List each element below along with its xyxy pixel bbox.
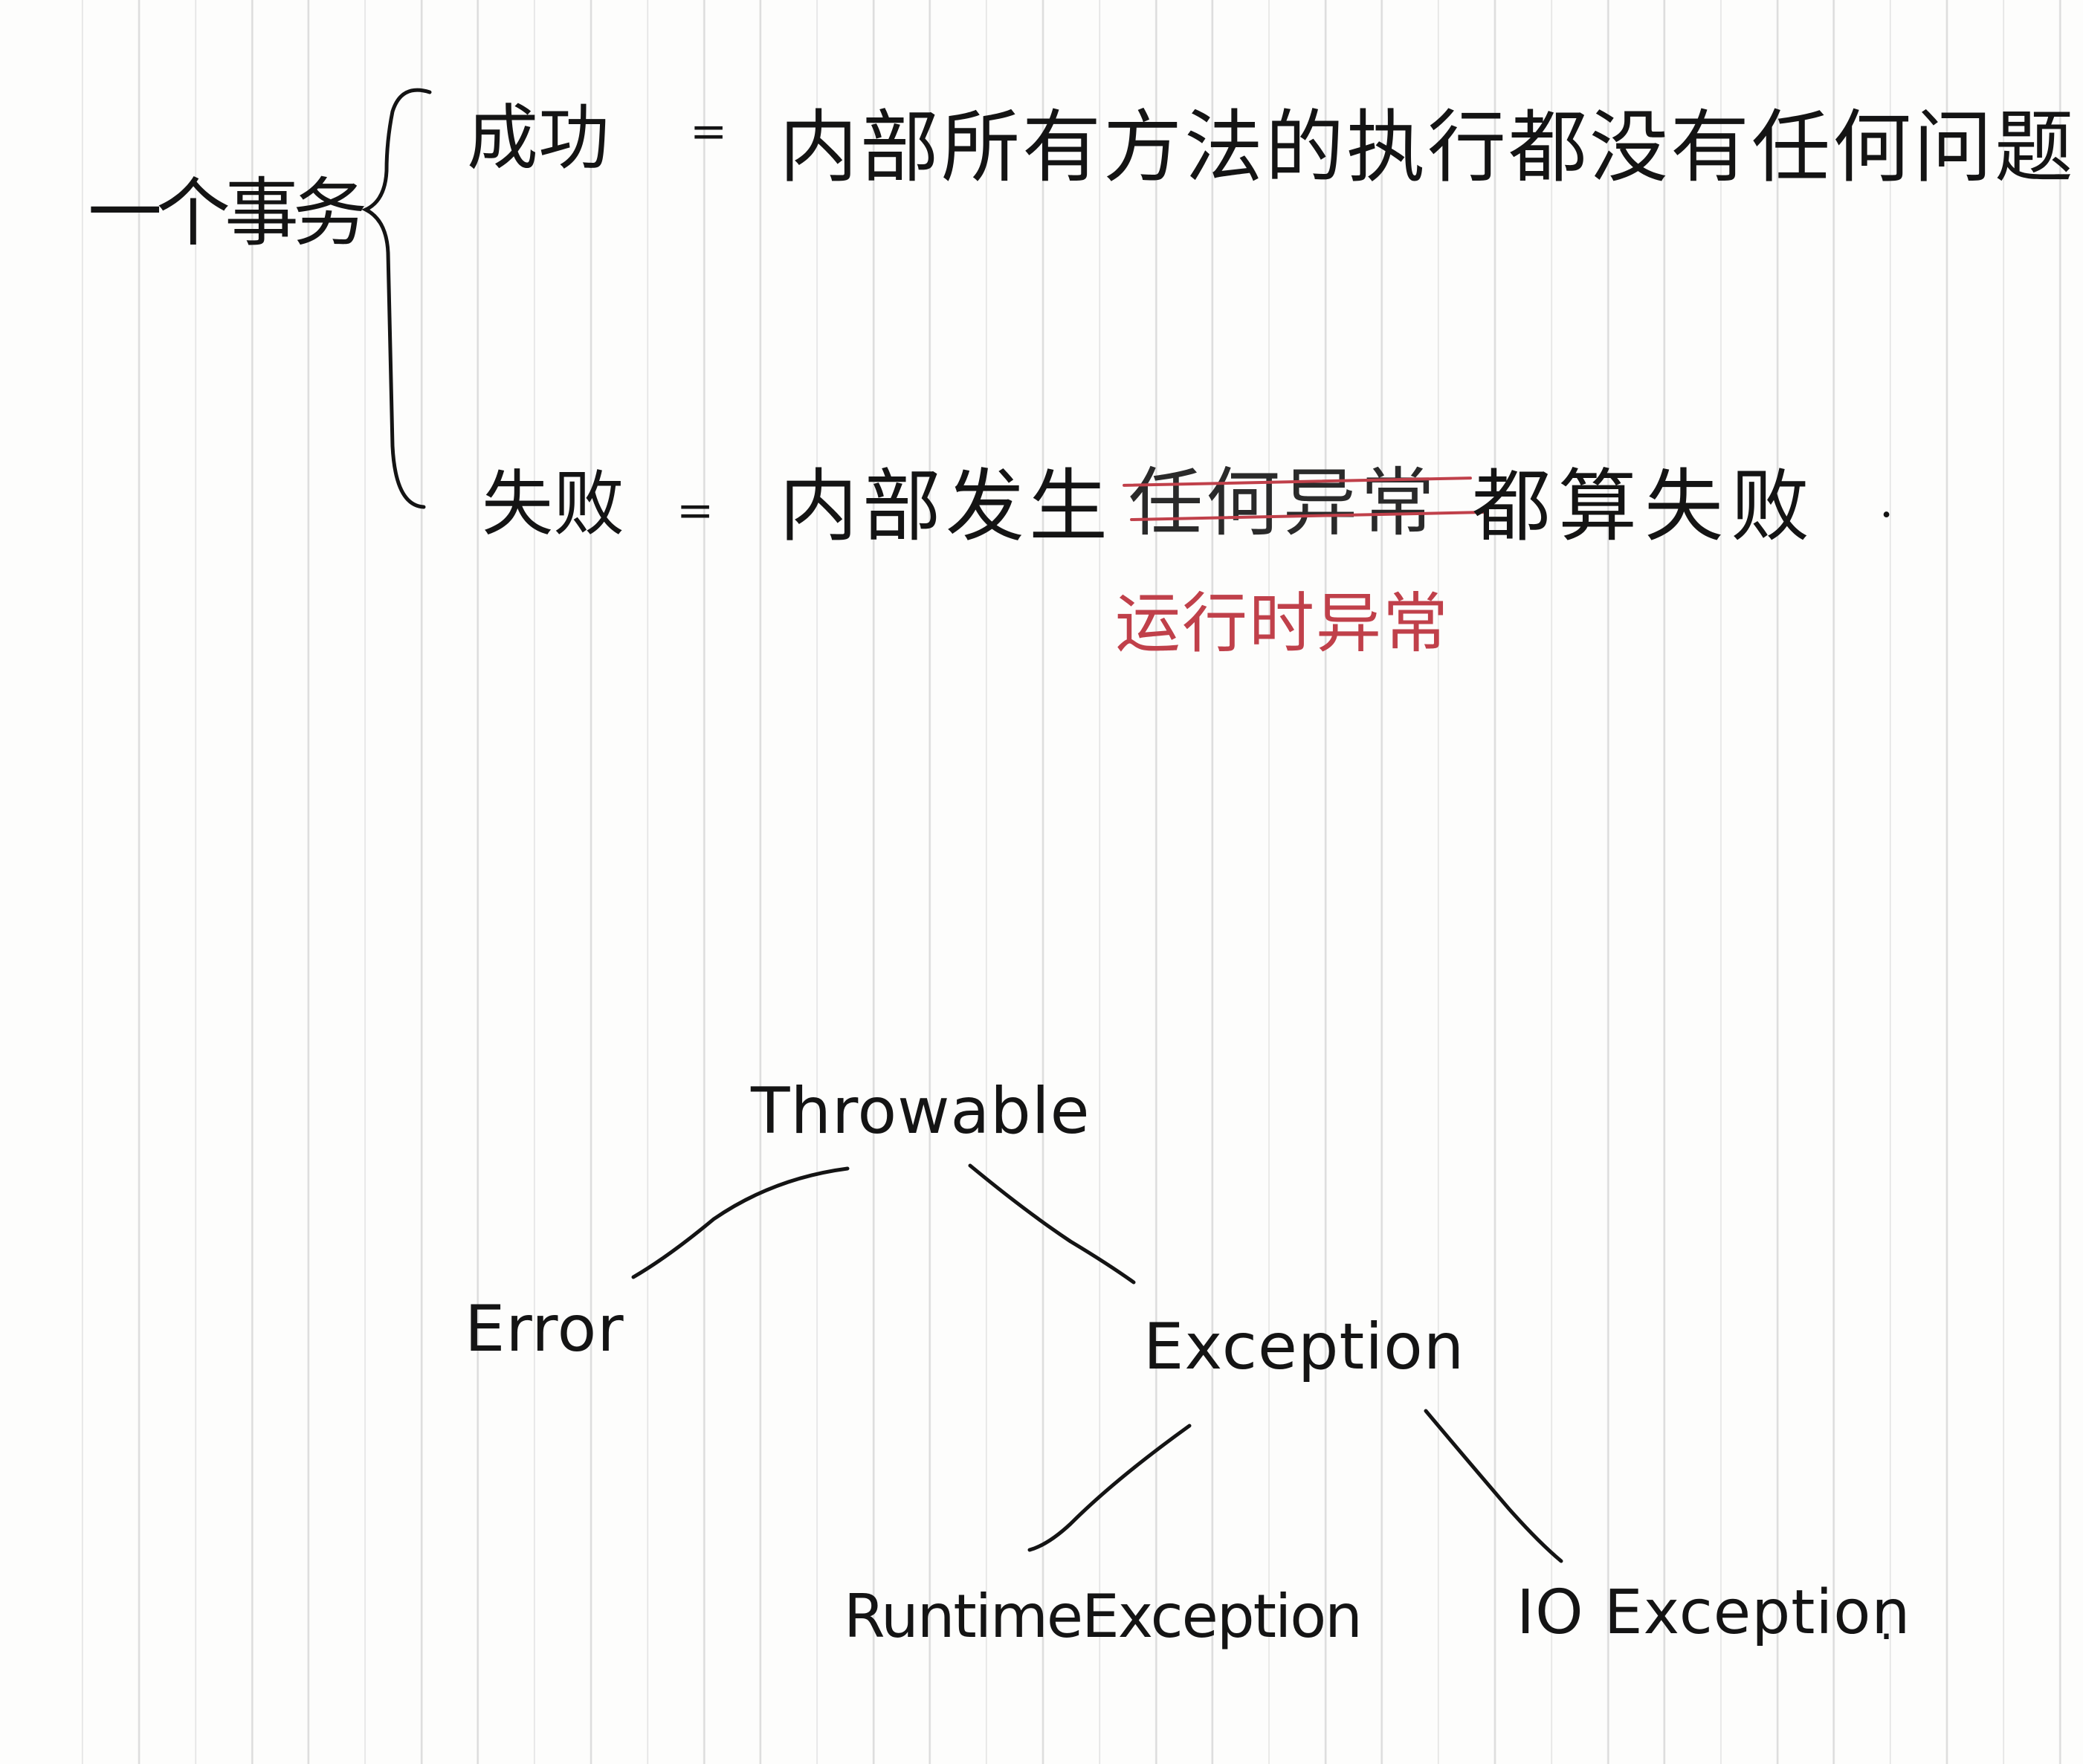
edge-throwable-exception [968,1163,1136,1285]
subject-label: 一个事务 [88,169,367,256]
curly-brace [361,88,432,509]
failure-text-after: 都算失败 [1472,461,1817,552]
failure-equals: = [676,485,714,537]
failure-struck-text: 任何异常 [1128,459,1438,546]
failure-label: 失败 [482,462,624,546]
node-exception: Exception [1143,1310,1465,1384]
edge-throwable-error [631,1166,850,1279]
edge-exception-io [1424,1409,1563,1563]
failure-text-before: 内部发生 [779,461,1112,552]
failure-period: . [1879,476,1894,528]
node-runtime-exception: RuntimeException [844,1582,1363,1651]
node-throwable: Throwable [751,1074,1091,1148]
tree-period: . [1879,1598,1895,1650]
success-equals: = [690,106,728,158]
success-text: 内部所有方法的执行都没有任何问题 [779,102,2076,193]
node-error: Error [465,1292,624,1366]
edge-exception-runtime [1027,1424,1192,1552]
correction-text: 运行时异常 [1115,585,1450,662]
success-label: 成功 [467,97,610,180]
node-io-exception: IO Exception [1517,1577,1911,1648]
